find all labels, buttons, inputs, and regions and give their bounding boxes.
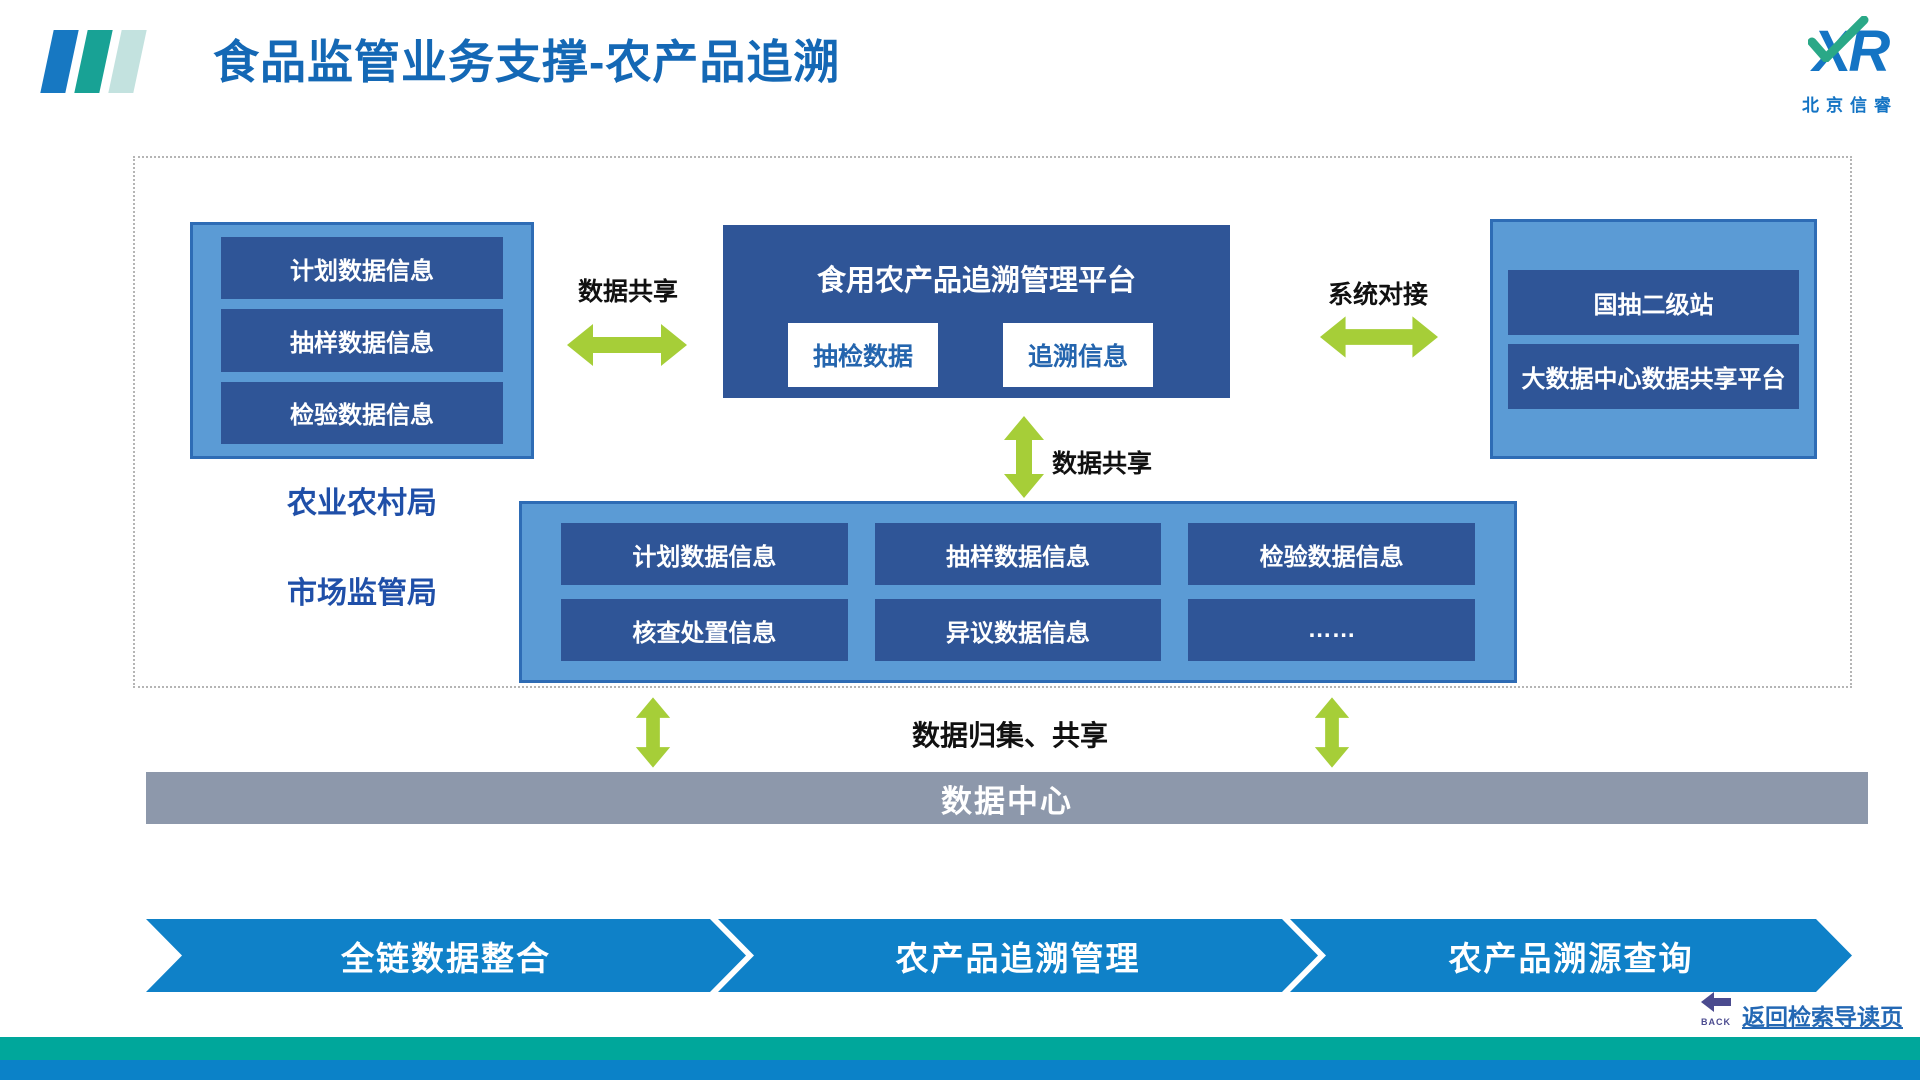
company-logo: XR 北京信睿 [1778,14,1920,116]
platform-sub-box-trace-info: 追溯信息 [1003,323,1153,387]
arrow-label-data-sharing-down: 数据共享 [1052,450,1153,478]
platform-title: 食用农产品追溯管理平台 [816,265,1136,297]
bottom-box-verification-disposal: 核查处置信息 [561,599,848,661]
page-title: 食品监管业务支撑-农产品追溯 [213,36,841,88]
process-step-trace-management: 农产品追溯管理 [718,919,1318,992]
right-box-bigdata-sharing-platform: 大数据中心数据共享平台 [1508,343,1799,409]
platform-sub-box-sampling-check-data: 抽检数据 [788,323,938,387]
arrow-label-data-sharing-left: 数据共享 [577,278,678,306]
left-box-inspection-data: 检验数据信息 [221,381,503,444]
traceability-platform-box: 食用农产品追溯管理平台 抽检数据 追溯信息 [723,225,1230,398]
logo-mark: XR [1778,14,1920,89]
arrow-label-system-connection: 系统对接 [1327,281,1428,309]
double-arrow-vertical-center-icon [1004,416,1044,498]
right-external-systems-group: 国抽二级站 大数据中心数据共享平台 [1490,219,1817,459]
data-center-bar: 数据中心 [146,772,1868,824]
back-icon-label: BACK [1701,1017,1731,1027]
diagram-frame [133,156,1852,688]
bottom-teal-strip [0,1037,1920,1060]
bottom-box-sampling-data: 抽样数据信息 [874,523,1162,585]
return-to-index-link[interactable]: 返回检索导读页 [1742,1004,1903,1030]
bottom-box-inspection-data: 检验数据信息 [1188,523,1475,585]
double-arrow-horizontal-right-icon [1320,316,1438,358]
double-arrow-vertical-left-icon [635,697,671,768]
logo-check-icon [1808,16,1869,62]
back-button[interactable]: BACK [1694,992,1738,1027]
accent-bar-blue [40,30,79,93]
org-label-market-regulation-bureau: 市场监管局 [287,577,437,610]
back-arrow-icon [1701,992,1731,1012]
accent-bar-pale [108,30,147,93]
double-arrow-vertical-right-icon [1314,697,1350,768]
bottom-box-ellipsis: …… [1188,599,1475,661]
left-data-group: 计划数据信息 抽样数据信息 检验数据信息 [190,222,534,459]
right-box-national-sampling-station: 国抽二级站 [1508,269,1799,335]
left-box-plan-data: 计划数据信息 [221,237,503,300]
org-label-agriculture-bureau: 农业农村局 [287,487,437,520]
bottom-box-objection-data: 异议数据信息 [874,599,1162,661]
double-arrow-horizontal-left-icon [567,324,687,366]
market-regulation-data-group: 计划数据信息 抽样数据信息 检验数据信息 核查处置信息 异议数据信息 …… [519,501,1517,683]
logo-company-name: 北京信睿 [1802,96,1898,116]
bottom-blue-strip [0,1060,1920,1080]
accent-bar-teal [74,30,113,93]
flow-label-data-collection-sharing: 数据归集、共享 [911,720,1108,751]
bottom-box-plan-data: 计划数据信息 [561,523,848,585]
left-box-sampling-data: 抽样数据信息 [221,309,503,372]
process-step-trace-query: 农产品溯源查询 [1290,919,1852,992]
title-accent-bars [40,30,147,93]
process-step-full-chain-data-integration: 全链数据整合 [146,919,746,992]
